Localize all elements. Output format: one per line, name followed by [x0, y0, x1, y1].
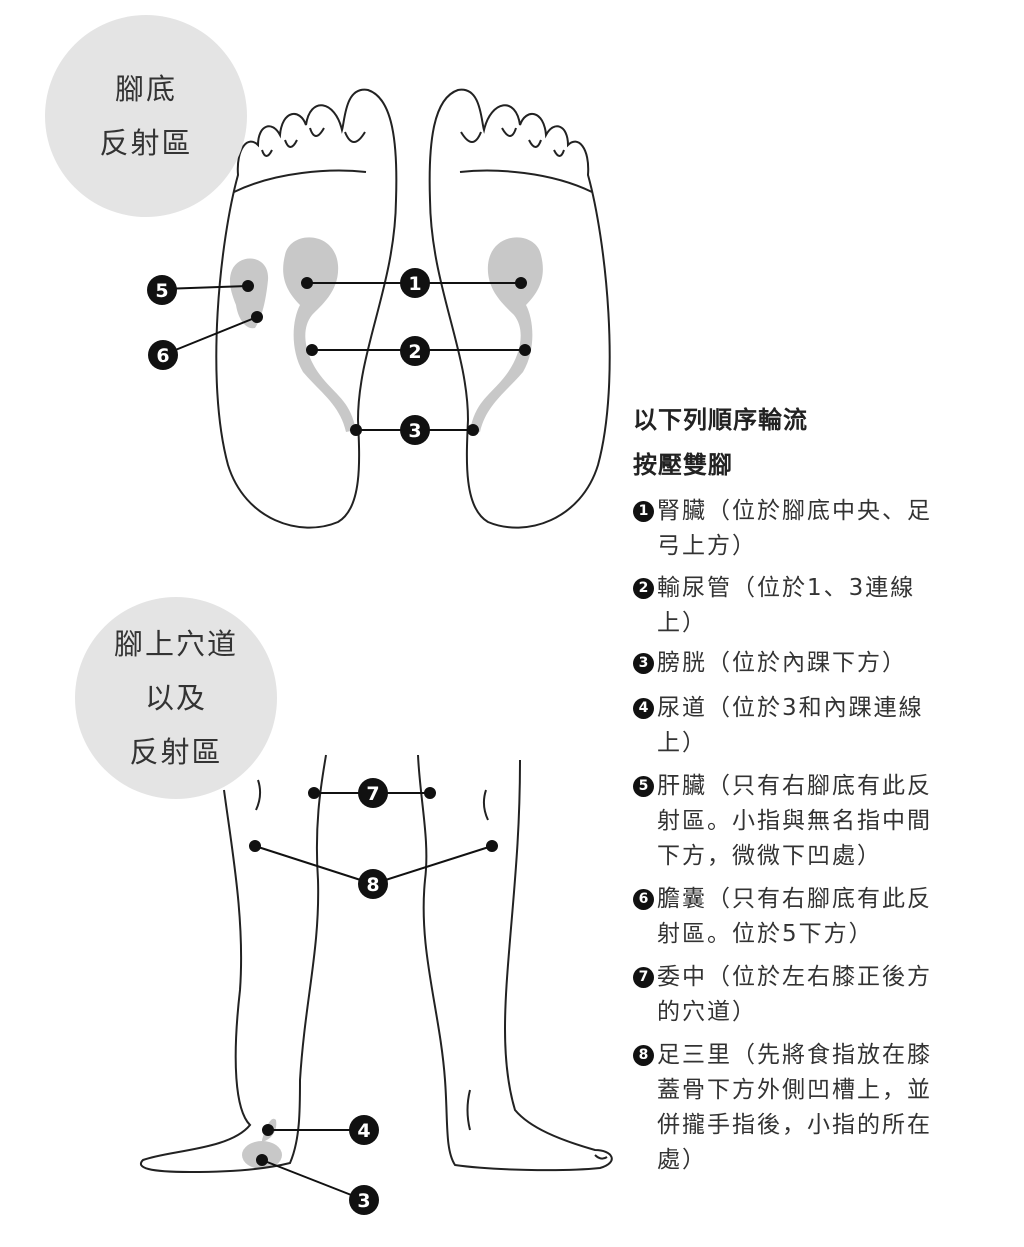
- svg-text:3: 3: [357, 1190, 370, 1212]
- marker-7: 7: [358, 778, 388, 808]
- leg-acupoint-label: 腳上穴道 以及 反射區: [75, 597, 277, 799]
- marker-2: 2: [400, 336, 430, 366]
- leg-label-line: 腳上穴道: [113, 627, 238, 661]
- marker-3-ankle: 3: [349, 1185, 379, 1215]
- svg-text:7: 7: [366, 783, 379, 805]
- legend-item-text: 輸尿管（位於1、3連線: [657, 575, 916, 601]
- legend-item-text: 射區。位於5下方）: [657, 921, 874, 947]
- left-sole: [215, 88, 398, 529]
- svg-text:8: 8: [366, 874, 379, 896]
- sole-label-line: 反射區: [99, 126, 193, 160]
- number-badge: 5: [633, 776, 654, 797]
- leg-label-line: 反射區: [129, 735, 223, 769]
- legend-item-text: 射區。小指與無名指中間: [657, 808, 932, 834]
- marker-1: 1: [400, 268, 430, 298]
- marker-3-sole: 3: [400, 415, 430, 445]
- legend-item-text: 足三里（先將食指放在膝: [657, 1042, 932, 1068]
- right-sole: [428, 88, 611, 529]
- marker-lines: [161, 277, 531, 1201]
- instructions-heading-line: 以下列順序輪流: [633, 406, 808, 434]
- sole-reflex-label: 腳底 反射區: [45, 15, 247, 217]
- legend-item-text: 肝臟（只有右腳底有此反: [657, 773, 932, 799]
- legend-item-text: 膀胱（位於內踝下方）: [657, 650, 907, 676]
- svg-text:5: 5: [155, 280, 168, 302]
- marker-6: 6: [148, 340, 178, 370]
- leg-label-line: 以及: [144, 681, 207, 715]
- legend-item-text: 委中（位於左右膝正後方: [657, 964, 932, 990]
- number-badge: 4: [633, 698, 654, 719]
- marker-4: 4: [349, 1115, 379, 1145]
- legend-item-text: 的穴道）: [657, 999, 757, 1025]
- svg-text:4: 4: [357, 1120, 370, 1142]
- legend-item-text: 下方，微微下凹處）: [657, 843, 882, 869]
- marker-5: 5: [147, 275, 177, 305]
- number-badge: 7: [633, 967, 654, 988]
- legend-item-text: 蓋骨下方外側凹槽上，並: [657, 1077, 932, 1103]
- instructions-heading-line: 按壓雙腳: [633, 451, 733, 479]
- legs: [140, 754, 613, 1174]
- legend-item-text: 上）: [657, 730, 707, 756]
- legend-item-text: 膽囊（只有右腳底有此反: [657, 886, 932, 912]
- svg-text:1: 1: [408, 273, 421, 295]
- number-badge: 6: [633, 889, 654, 910]
- legend-item-text: 上）: [657, 610, 707, 636]
- sole-label-line: 腳底: [114, 72, 177, 106]
- marker-8: 8: [358, 869, 388, 899]
- legend-item-text: 併攏手指後，小指的所在: [657, 1112, 932, 1138]
- legend-item-text: 弓上方）: [657, 533, 757, 559]
- number-badge: 3: [633, 653, 654, 674]
- number-badge: 2: [633, 578, 654, 599]
- legend-item-text: 腎臟（位於腳底中央、足: [657, 498, 932, 524]
- number-badge: 1: [633, 501, 654, 522]
- svg-text:3: 3: [408, 420, 421, 442]
- svg-text:2: 2: [408, 341, 421, 363]
- legend-item-text: 處）: [657, 1147, 707, 1173]
- legend-item-text: 尿道（位於3和內踝連線: [657, 695, 924, 721]
- svg-text:6: 6: [156, 345, 169, 367]
- number-badge: 8: [633, 1045, 654, 1066]
